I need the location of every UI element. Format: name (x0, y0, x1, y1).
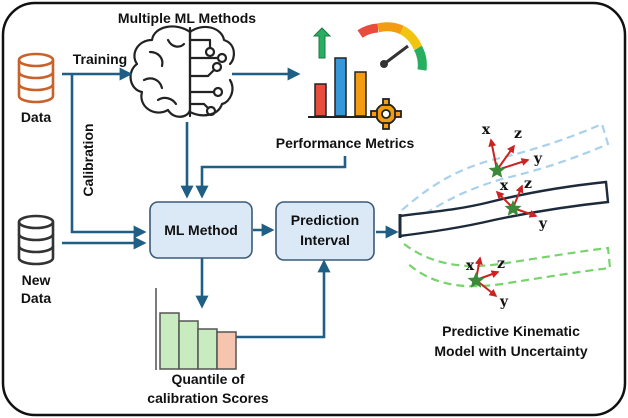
frame-star-1 (488, 162, 506, 178)
data-label: Data (21, 109, 52, 125)
quantile-label-line2: calibration Scores (147, 390, 269, 406)
frame2-y-label: y (538, 216, 548, 232)
kinematic-model-illustration: x z y x z y x z y (398, 122, 612, 310)
quantile-histogram-icon (159, 312, 237, 370)
frame3-x-label: x (466, 258, 475, 274)
calibration-arrow (70, 74, 147, 239)
calibration-label: Calibration (80, 123, 96, 196)
frame2-x-label: x (500, 178, 509, 194)
prediction-interval-box (275, 201, 375, 261)
frame3-y-label: y (499, 294, 509, 310)
frame1-y-label: y (533, 151, 543, 167)
lower-uncertainty-band (403, 243, 612, 288)
frame3-z-label: z (497, 256, 505, 272)
metrics-to-ml-arrow (195, 156, 347, 199)
prediction-interval-label-line1: Prediction (291, 212, 359, 228)
kinematic-label-line1: Predictive Kinematic (442, 323, 580, 339)
frame2-z-label: z (524, 176, 532, 192)
quantile-label-line1: Quantile of (171, 371, 244, 387)
new-data-database-icon (17, 214, 55, 266)
new-data-label-line2: Data (21, 290, 52, 306)
kinematic-label-line2: Model with Uncertainty (434, 343, 587, 359)
new-data-label-line1: New (22, 272, 51, 288)
frame-star-3 (467, 272, 485, 288)
frame1-z-label: z (514, 126, 522, 142)
frame1-x-label: x (482, 122, 491, 138)
performance-metrics-icon (308, 22, 427, 130)
quantile-to-prediction-arrow (236, 259, 331, 339)
performance-metrics-label: Performance Metrics (276, 135, 415, 151)
upper-uncertainty-band (401, 122, 610, 221)
brain-icon (129, 25, 236, 118)
training-label: Training (73, 51, 127, 67)
ml-method-label: ML Method (164, 222, 238, 238)
kinematic-link-body (398, 180, 610, 238)
multiple-ml-methods-label: Multiple ML Methods (118, 10, 256, 26)
ml-method-box (149, 201, 253, 259)
data-database-icon (17, 52, 55, 104)
prediction-interval-label-line2: Interval (300, 232, 350, 248)
frame-star-2 (504, 200, 522, 216)
